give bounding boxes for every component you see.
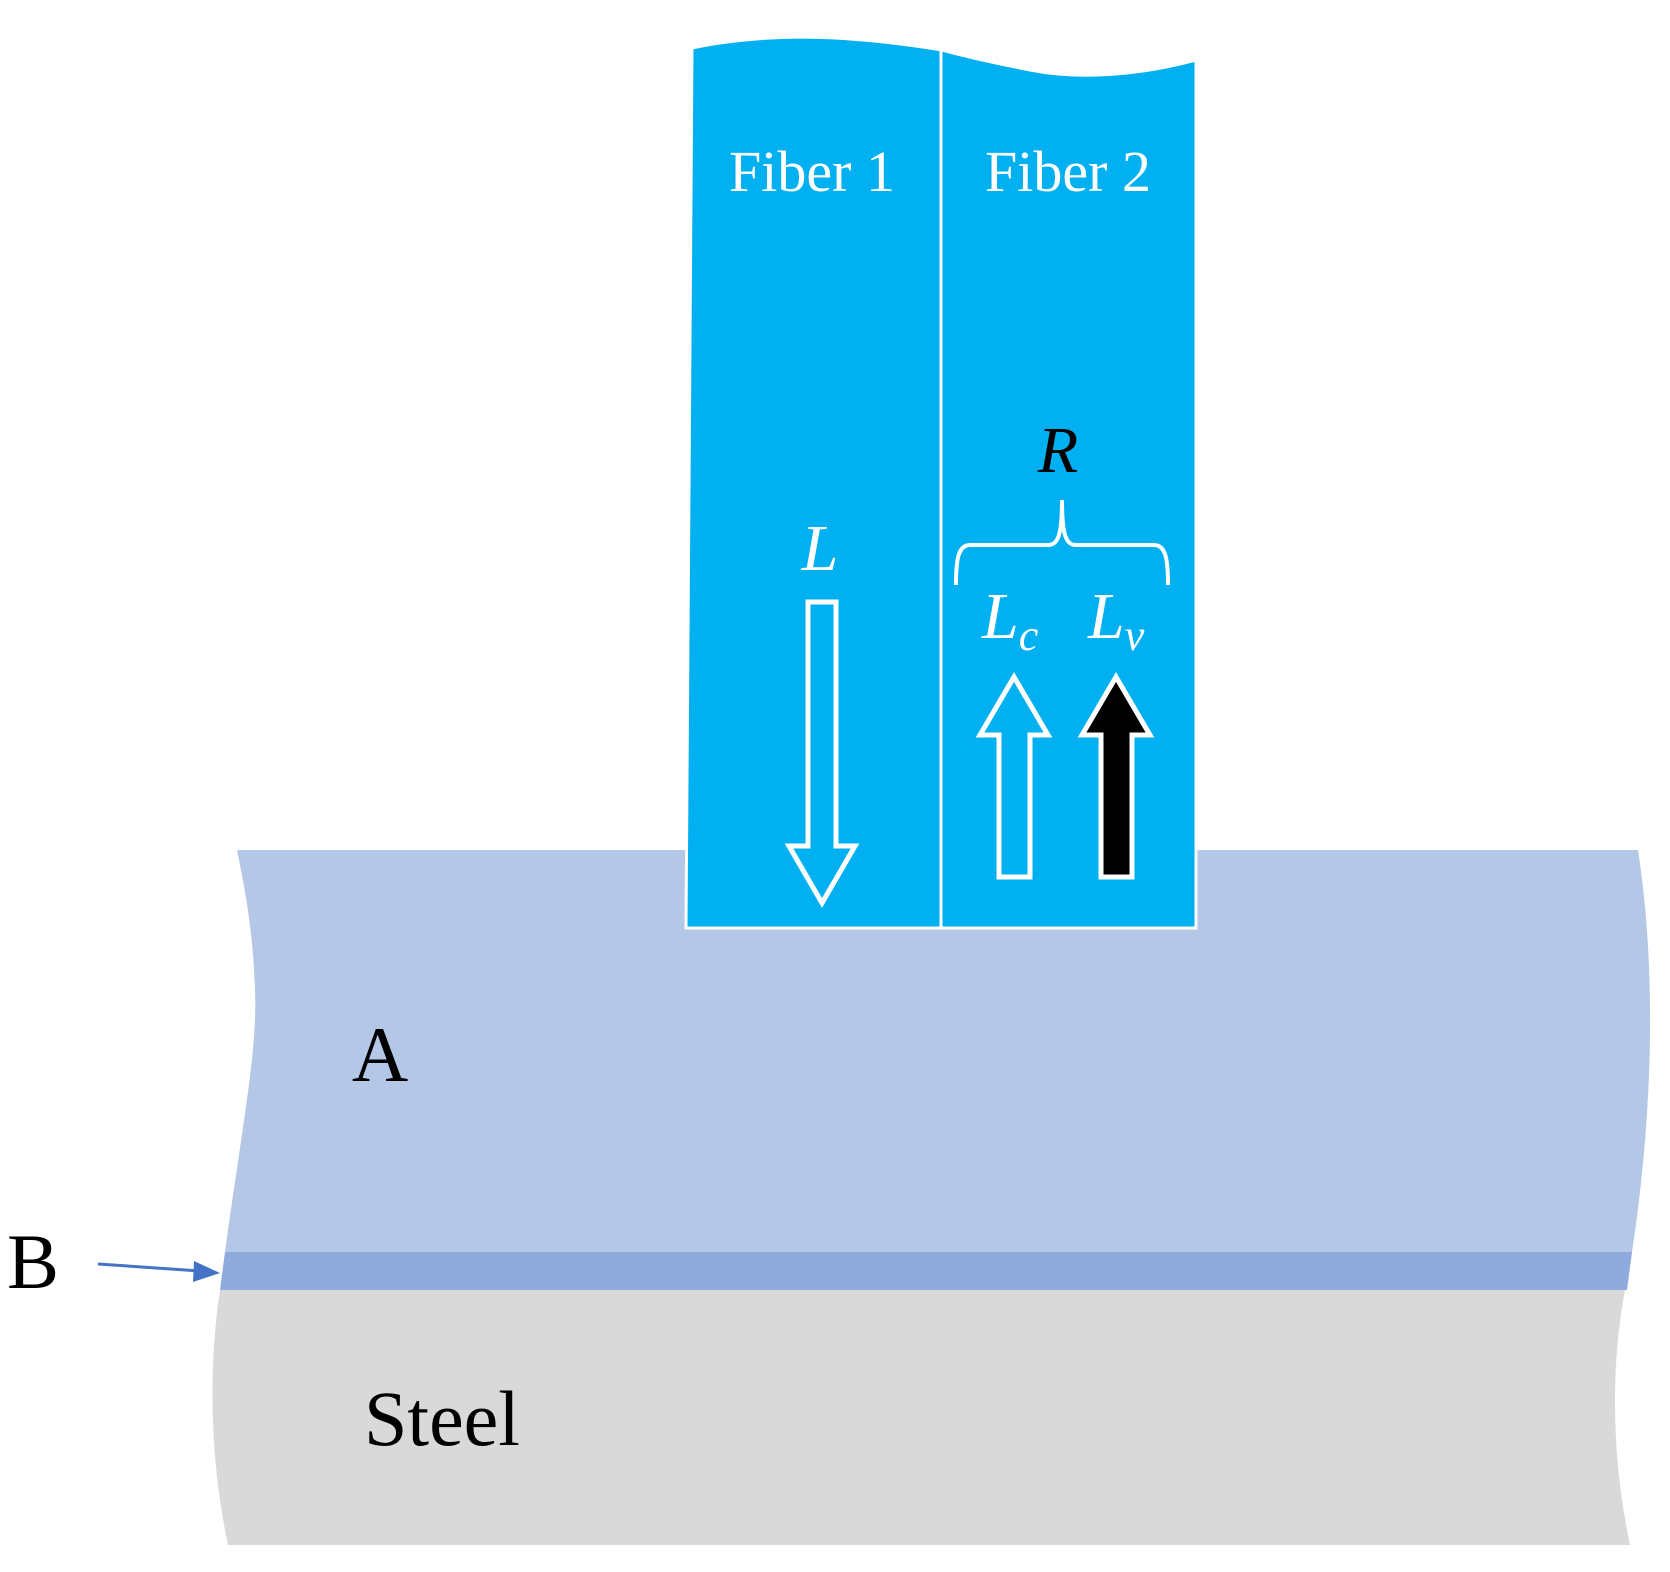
- incident-arrow: [784, 599, 860, 908]
- lv-arrow: [1077, 672, 1155, 880]
- lc-label: Lc: [981, 580, 1039, 660]
- steel-layer: [212, 1290, 1631, 1545]
- layer-b-pointer: [97, 1262, 201, 1273]
- fiber1-label: Fiber 1: [729, 139, 895, 204]
- layer-b-pointer-head: [193, 1261, 220, 1282]
- steel-label: Steel: [364, 1375, 520, 1462]
- layer-a: [225, 850, 1651, 1252]
- lv-subscript: v: [1125, 611, 1145, 660]
- layer-b-label: B: [7, 1218, 59, 1305]
- lv-label: Lv: [1087, 580, 1145, 660]
- reflected-brace: [954, 499, 1170, 586]
- incident-label: L: [801, 512, 839, 585]
- lc-subscript: c: [1019, 611, 1039, 660]
- layer-a-label: A: [352, 1011, 408, 1098]
- fiber2-label: Fiber 2: [985, 139, 1151, 204]
- layer-b: [220, 1252, 1632, 1290]
- reflected-label: R: [1037, 414, 1078, 487]
- lc-arrow: [975, 672, 1053, 880]
